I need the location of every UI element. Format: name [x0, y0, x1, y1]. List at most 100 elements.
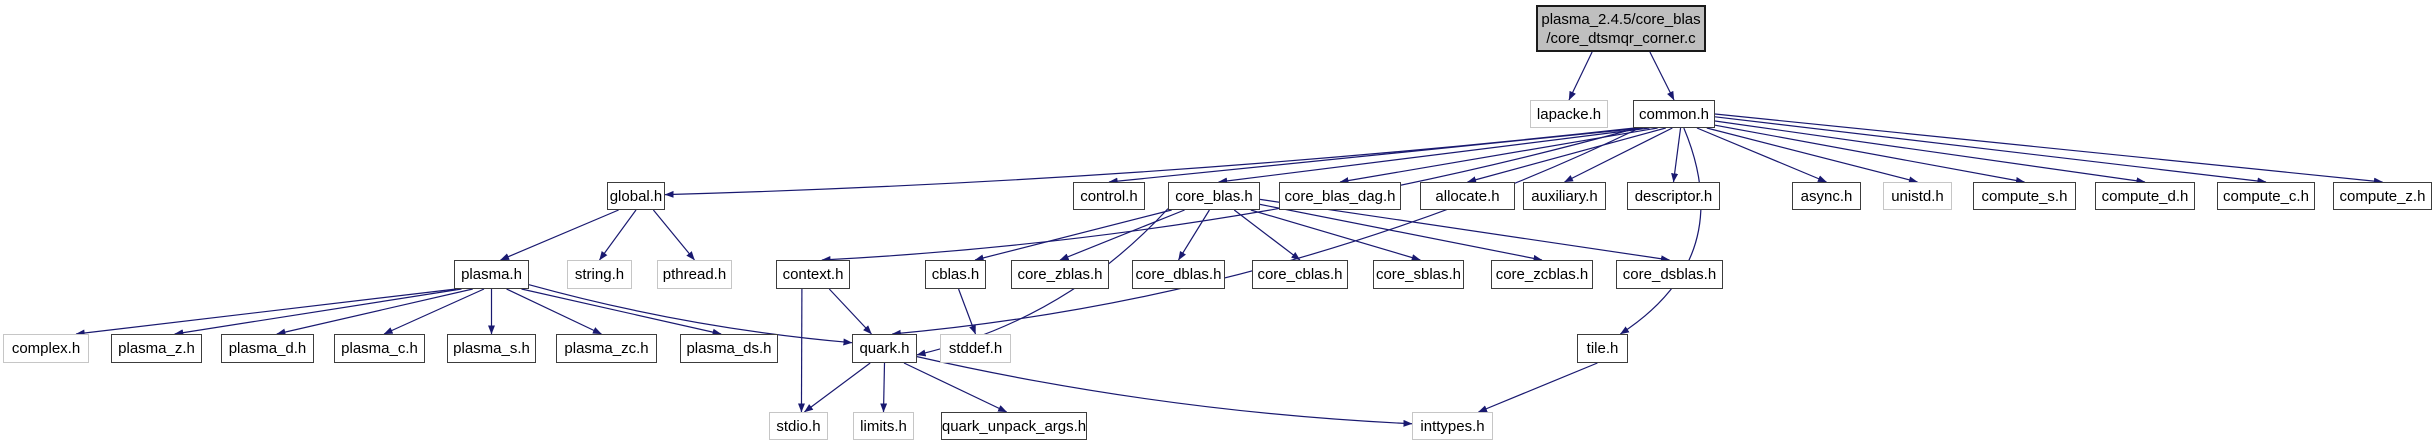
node-compute_s[interactable]: compute_s.h [1973, 182, 2076, 210]
include-edge-core_blas-to-core_sblas [1250, 209, 1421, 261]
node-quark[interactable]: quark.h [852, 334, 917, 363]
node-plasma[interactable]: plasma.h [454, 260, 529, 289]
node-quark_unpack_args[interactable]: quark_unpack_args.h [941, 412, 1087, 440]
include-edge-core_blas-to-core_zcblas [1259, 203, 1543, 262]
include-edge-main-to-common [1649, 51, 1675, 101]
node-pthread: pthread.h [657, 260, 732, 289]
node-core_dsblas[interactable]: core_dsblas.h [1616, 260, 1723, 289]
include-edge-main-to-lapacke [1568, 51, 1593, 101]
include-edge-common-to-async [1696, 127, 1827, 183]
node-label: core_zblas.h [1017, 266, 1103, 283]
include-edge-common-to-context [821, 127, 1638, 264]
node-plasma_d[interactable]: plasma_d.h [221, 334, 314, 363]
include-edge-tile-to-inttypes [1478, 362, 1598, 413]
node-global[interactable]: global.h [607, 182, 665, 210]
include-edge-common-to-core_blas [1218, 127, 1650, 185]
node-label: plasma_2.4.5/core_blas [1541, 10, 1701, 28]
node-descriptor[interactable]: descriptor.h [1627, 182, 1720, 210]
node-label: core_blas.h [1175, 187, 1253, 205]
node-compute_d[interactable]: compute_d.h [2095, 182, 2195, 210]
node-plasma_z[interactable]: plasma_z.h [111, 334, 202, 363]
node-plasma_zc[interactable]: plasma_zc.h [556, 334, 657, 363]
node-core_zcblas[interactable]: core_zcblas.h [1491, 260, 1593, 289]
node-label: quark_unpack_args.h [941, 417, 1087, 435]
node-label: plasma_z.h [118, 340, 195, 357]
node-common[interactable]: common.h [1633, 100, 1715, 128]
node-cblas[interactable]: cblas.h [925, 260, 986, 289]
node-core_cblas[interactable]: core_cblas.h [1252, 260, 1348, 289]
include-edge-common-to-compute_s [1714, 124, 2025, 184]
node-stddef: stddef.h [940, 334, 1011, 363]
node-stdio: stdio.h [769, 412, 828, 440]
node-label: unistd.h [1891, 187, 1944, 205]
node-control[interactable]: control.h [1073, 182, 1145, 210]
node-label: plasma_zc.h [564, 340, 649, 357]
node-core_zblas[interactable]: core_zblas.h [1011, 260, 1109, 289]
node-label: compute_z.h [2339, 187, 2426, 205]
node-label: core_cblas.h [1257, 266, 1343, 283]
include-edge-plasma-to-quark [528, 284, 853, 346]
node-lapacke: lapacke.h [1530, 100, 1608, 128]
include-edge-quark-to-inttypes [916, 356, 1413, 427]
node-core_dblas[interactable]: core_dblas.h [1132, 260, 1225, 289]
node-label: compute_d.h [2101, 187, 2189, 205]
node-complex: complex.h [3, 334, 89, 363]
node-allocate[interactable]: allocate.h [1420, 182, 1515, 210]
node-label: pthread.h [662, 266, 727, 283]
node-label: allocate.h [1435, 187, 1500, 205]
node-label: cblas.h [931, 266, 980, 283]
node-label: descriptor.h [1634, 187, 1713, 205]
include-edge-common-to-auxiliary [1564, 127, 1673, 183]
node-string: string.h [567, 260, 632, 289]
include-edge-global-to-string [599, 209, 637, 261]
node-limits: limits.h [853, 412, 914, 440]
include-edge-global-to-plasma [500, 209, 619, 261]
node-plasma_s[interactable]: plasma_s.h [447, 334, 536, 363]
include-edge-plasma-to-plasma_z [174, 288, 462, 337]
node-label: core_dsblas.h [1622, 266, 1717, 283]
include-edge-context-to-quark [828, 288, 872, 335]
node-label: global.h [609, 187, 663, 205]
include-edge-core_blas-to-core_dblas [1177, 209, 1210, 261]
include-edge-common-to-control [1108, 127, 1643, 185]
node-label: complex.h [11, 340, 81, 357]
node-label: core_zcblas.h [1495, 266, 1589, 283]
node-label: common.h [1638, 105, 1710, 123]
include-edge-common-to-compute_z [1714, 113, 2383, 185]
node-label: stdio.h [776, 417, 821, 435]
node-plasma_c[interactable]: plasma_c.h [334, 334, 425, 363]
node-label: string.h [574, 266, 625, 283]
include-edge-plasma-to-plasma_ds [521, 288, 722, 336]
node-context[interactable]: context.h [776, 260, 850, 289]
node-label: stddef.h [948, 340, 1003, 357]
node-auxiliary[interactable]: auxiliary.h [1523, 182, 1606, 210]
node-compute_c[interactable]: compute_c.h [2217, 182, 2315, 210]
node-label: core_dblas.h [1135, 266, 1222, 283]
include-edge-plasma-to-plasma_d [276, 288, 473, 336]
include-edge-plasma-to-complex [75, 288, 457, 337]
node-compute_z[interactable]: compute_z.h [2333, 182, 2432, 210]
node-label: plasma_s.h [453, 340, 530, 357]
include-edge-core_blas-to-cblas [974, 209, 1172, 262]
node-label: auxiliary.h [1531, 187, 1598, 205]
node-core_blas[interactable]: core_blas.h [1168, 182, 1260, 210]
node-core_blas_dag[interactable]: core_blas_dag.h [1279, 182, 1401, 210]
include-edge-common-to-tile [1620, 127, 1702, 335]
include-edge-quark-to-quark_unpack_args [903, 362, 1008, 413]
node-plasma_ds[interactable]: plasma_ds.h [680, 334, 778, 363]
node-async[interactable]: async.h [1792, 182, 1861, 210]
node-label: compute_c.h [2223, 187, 2309, 205]
node-label: control.h [1080, 187, 1138, 205]
node-unistd: unistd.h [1883, 182, 1952, 210]
node-label: plasma_d.h [228, 340, 307, 357]
include-edge-common-to-compute_d [1714, 120, 2146, 185]
node-label: plasma_c.h [341, 340, 418, 357]
node-core_sblas[interactable]: core_sblas.h [1373, 260, 1464, 289]
include-edge-core_blas-to-core_cblas [1233, 209, 1301, 261]
include-edge-core_blas-to-core_zblas [1059, 209, 1185, 261]
node-label: core_blas_dag.h [1284, 187, 1396, 205]
node-tile[interactable]: tile.h [1577, 334, 1628, 363]
node-label: inttypes.h [1420, 417, 1485, 435]
